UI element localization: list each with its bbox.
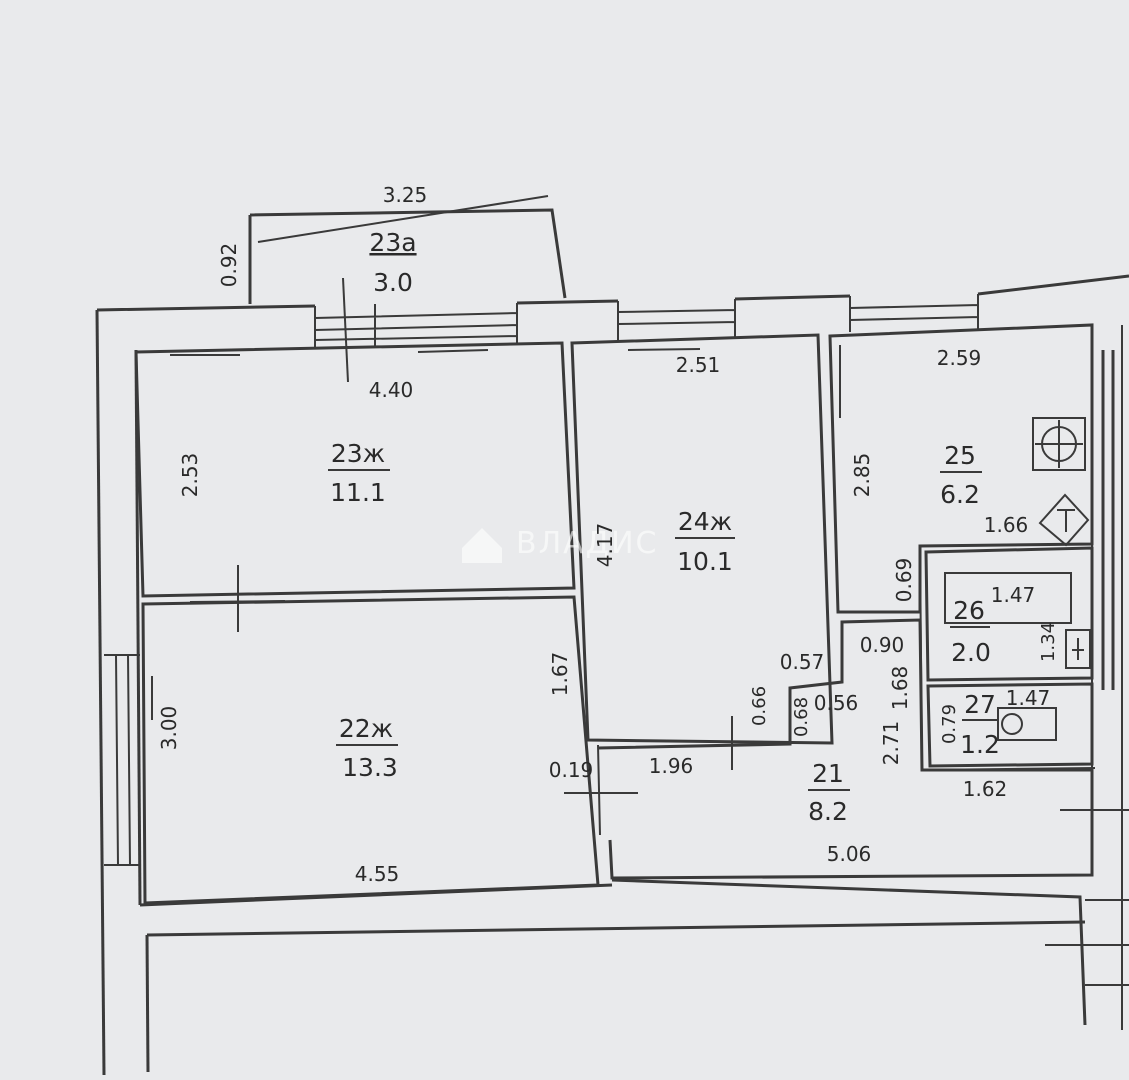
room-26-number: 26	[953, 596, 985, 625]
room-21-outline	[597, 618, 1094, 880]
room-22-number: 22ж	[339, 714, 393, 743]
dim-corridor-depth: 1.68	[888, 666, 912, 711]
dim-room-24-depth: 4.17	[593, 523, 617, 568]
dimension-labels: 3.25 0.92 4.40 2.53 2.51 4.17 2.59 2.85 …	[157, 183, 1059, 886]
room-21-area: 8.2	[808, 797, 848, 826]
window-room-23	[314, 303, 518, 348]
room-21-number: 21	[812, 759, 844, 788]
watermark: ВЛАДИС	[462, 526, 659, 563]
toilet-icon	[997, 707, 1057, 741]
room-labels: 23а 3.0 23ж 11.1 24ж 10.1 25 6.2 26 2.0 …	[328, 228, 1000, 826]
room-23a-number: 23а	[369, 228, 416, 257]
dim-room-21-width: 5.06	[827, 842, 872, 866]
windows	[104, 294, 979, 866]
dim-room-25-width: 2.59	[937, 346, 982, 370]
window-room-22	[104, 654, 140, 866]
stair-marks	[1045, 809, 1129, 986]
room-23a-area: 3.0	[373, 268, 413, 297]
window-room-24	[617, 299, 736, 340]
dim-room-25-depth: 2.85	[850, 453, 874, 498]
room-22-outline	[141, 595, 600, 905]
dim-room-21-left: 1.96	[649, 754, 694, 778]
house-logo-icon	[462, 528, 502, 563]
balcony	[248, 208, 567, 304]
room-25-number: 25	[944, 441, 976, 470]
lower-corridor-left	[145, 934, 150, 1073]
door-marks	[151, 277, 841, 836]
dim-wall-gap: 0.19	[549, 758, 594, 782]
dim-step-width: 0.56	[814, 691, 859, 715]
dim-room-23-width: 4.40	[369, 378, 414, 402]
bathroom-sink-icon	[1065, 629, 1091, 669]
room-24-number: 24ж	[678, 507, 732, 536]
window-room-25	[849, 294, 979, 332]
room-22-area: 13.3	[342, 753, 398, 782]
dim-room-22-depth: 3.00	[157, 706, 181, 751]
dim-kitchen-step: 0.69	[892, 558, 916, 603]
sink-icon	[1038, 493, 1090, 547]
balcony-rail	[257, 195, 549, 243]
dim-room-27-width: 1.47	[1006, 686, 1051, 710]
dim-room-23-depth: 2.53	[178, 453, 202, 498]
dim-room-24-width: 2.51	[676, 353, 721, 377]
dim-corridor-width: 0.90	[860, 633, 905, 657]
room-24-outline	[570, 333, 834, 745]
room-27-area: 1.2	[960, 730, 1000, 759]
lower-corridor-bottom	[146, 920, 1086, 937]
outer-wall-left	[95, 309, 106, 1076]
dim-room-26-width: 1.47	[991, 583, 1036, 607]
room-24-area: 10.1	[677, 547, 733, 576]
outer-wall-top	[96, 274, 1129, 312]
lower-corridor-top	[139, 878, 1087, 1026]
watermark-text: ВЛАДИС	[516, 526, 659, 561]
right-shaft	[1101, 350, 1115, 690]
dim-room-24-step: 0.57	[780, 650, 825, 674]
room-25-area: 6.2	[940, 480, 980, 509]
dim-balcony-depth: 0.92	[217, 243, 241, 288]
dim-step-height-b: 0.68	[791, 697, 812, 737]
room-23-outline	[134, 341, 576, 598]
room-26-area: 2.0	[951, 638, 991, 667]
dim-step-height: 0.66	[749, 686, 770, 726]
right-edge	[1091, 325, 1123, 1030]
dim-room-22-width: 4.55	[355, 862, 400, 886]
dim-room-22-side: 1.67	[548, 652, 572, 697]
dim-room-26-depth: 1.34	[1038, 622, 1059, 662]
dim-room-21-depth: 2.71	[879, 721, 903, 766]
room-27-number: 27	[964, 690, 996, 719]
stove-icon	[1032, 417, 1086, 471]
walls	[95, 195, 1129, 1076]
outer-wall-left-inner	[134, 349, 142, 906]
dim-balcony-width: 3.25	[383, 183, 428, 207]
room-23-area: 11.1	[330, 478, 386, 507]
bathtub-icon	[944, 572, 1072, 624]
dim-room-25-lower: 1.66	[984, 513, 1029, 537]
room-23-number: 23ж	[331, 439, 385, 468]
dim-room-27-depth: 0.79	[939, 704, 960, 744]
dim-bath-block-width: 1.62	[963, 777, 1008, 801]
